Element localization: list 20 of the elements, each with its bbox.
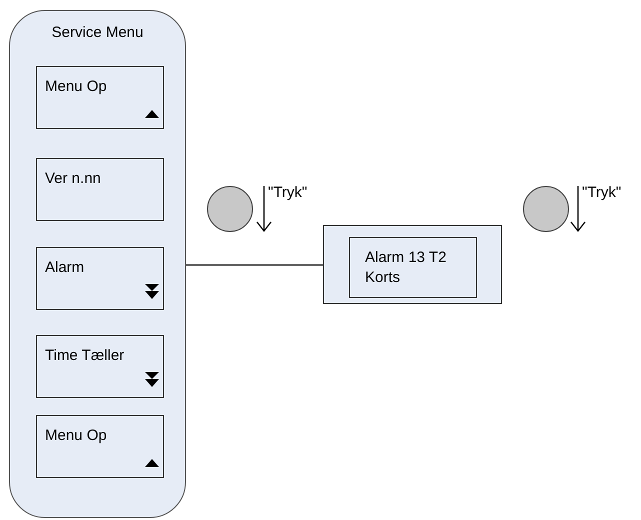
press-label: "Tryk" bbox=[268, 184, 308, 201]
display-screen bbox=[36, 335, 164, 398]
screen-text: Alarm bbox=[45, 258, 86, 278]
display-unit bbox=[323, 225, 502, 304]
display-screen bbox=[36, 247, 164, 310]
screen-text: Alarm 13 T2 Korts bbox=[365, 248, 448, 288]
screen-text: Menu Op bbox=[45, 426, 108, 446]
display-screen bbox=[36, 158, 164, 221]
menu-panel bbox=[9, 10, 186, 518]
push-button bbox=[207, 186, 253, 232]
display-screen bbox=[36, 66, 164, 129]
connector-line bbox=[186, 264, 323, 266]
display-screen bbox=[36, 415, 164, 478]
push-button bbox=[523, 186, 569, 232]
press-label: "Tryk" bbox=[582, 184, 622, 201]
display-screen bbox=[349, 237, 477, 298]
screen-text: Menu Op bbox=[45, 77, 108, 97]
panel-title: Service Menu bbox=[50, 23, 144, 43]
screen-text: Time Tæller bbox=[45, 346, 126, 366]
screen-text: Ver n.nn bbox=[45, 169, 102, 189]
